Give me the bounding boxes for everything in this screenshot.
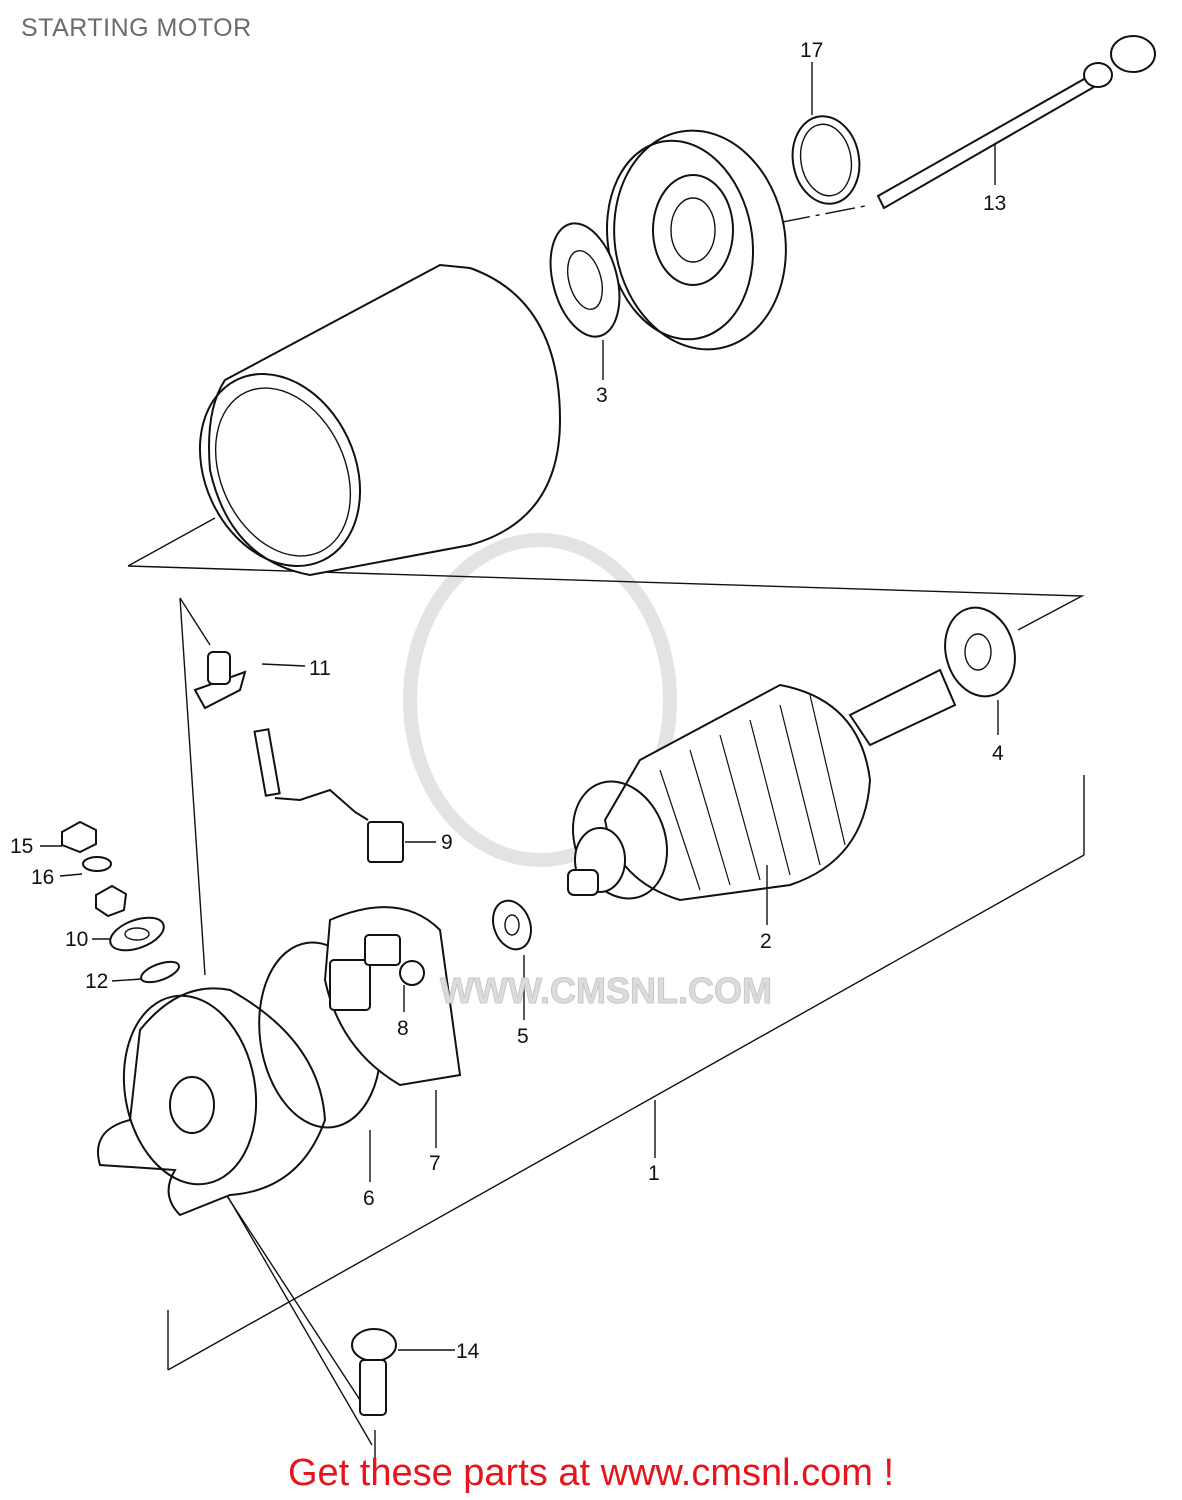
washer-part-10 [109, 916, 165, 952]
callout-5: 5 [517, 1025, 529, 1048]
watermark-text: WWW.CMSNL.COM [440, 970, 772, 1011]
bolt-part-14 [351, 1328, 397, 1416]
callout-12: 12 [85, 970, 108, 993]
callout-17: 17 [800, 39, 823, 62]
brush-terminal-part-9 [253, 728, 404, 863]
armature-part-2 [567, 668, 957, 902]
callout-8: 8 [397, 1017, 409, 1040]
oil-seal-part-3 [549, 222, 621, 338]
insulator-part-11 [193, 651, 247, 710]
callout-7: 7 [429, 1152, 441, 1175]
o-ring-part-17 [791, 115, 861, 205]
assembly-outline [127, 204, 1085, 1470]
watermark-logo [403, 533, 677, 867]
nut-part-10a [95, 884, 128, 918]
callout-2: 2 [760, 930, 772, 953]
callout-1: 1 [648, 1162, 660, 1185]
callout-15: 15 [10, 835, 33, 858]
callout-14: 14 [456, 1340, 480, 1363]
nut-part-15 [61, 820, 97, 854]
through-bolt-part-13 [876, 35, 1156, 210]
brush-holder-part-8 [329, 934, 425, 1011]
front-bracket [97, 987, 327, 1217]
washer-part-16 [82, 856, 112, 872]
leader-lines [40, 62, 999, 1351]
part-callouts: 17 13 3 11 4 15 16 9 2 10 12 8 5 7 1 6 1… [10, 39, 1006, 1363]
o-ring-part-12 [140, 960, 180, 984]
callout-9: 9 [441, 831, 453, 854]
callout-6: 6 [363, 1187, 375, 1210]
washer-part-5 [492, 899, 532, 951]
callout-13: 13 [983, 192, 1006, 215]
footer-link[interactable]: Get these parts at www.cmsnl.com ! [287, 1452, 895, 1494]
callout-10: 10 [65, 928, 88, 951]
callout-4: 4 [992, 742, 1004, 765]
washer-part-4 [944, 606, 1016, 698]
brush-plate-part-7 [323, 906, 462, 1087]
callout-16: 16 [31, 866, 54, 889]
diagram-title: STARTING MOTOR [21, 14, 252, 42]
callout-11: 11 [309, 657, 331, 680]
callout-3: 3 [596, 384, 608, 407]
rear-end-cover [605, 129, 787, 351]
yoke-housing [198, 263, 562, 577]
